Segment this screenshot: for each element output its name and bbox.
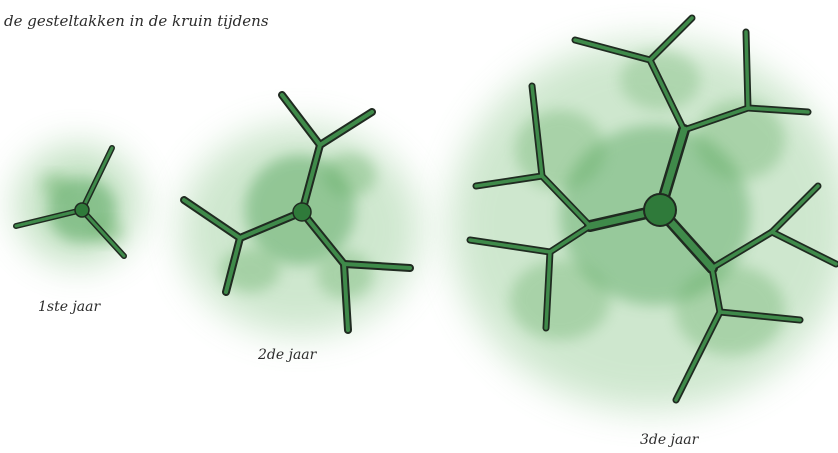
stage-label-2: 2de jaar — [258, 347, 316, 363]
foliage-stage-2 — [180, 125, 420, 335]
stage-label-1: 1ste jaar — [38, 299, 100, 315]
stage-label-3: 3de jaar — [640, 432, 698, 448]
